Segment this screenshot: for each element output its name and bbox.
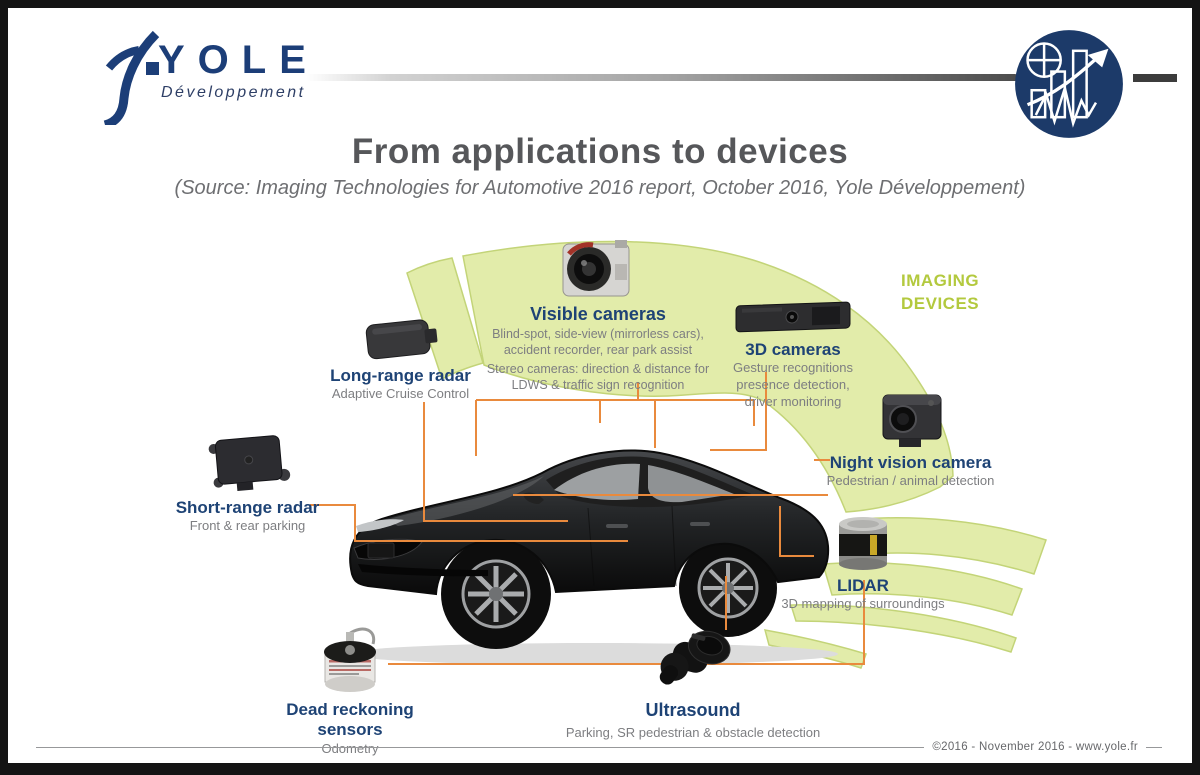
footer-text: ©2016 - November 2016 - www.yole.fr [932, 741, 1138, 753]
header-dash [1133, 74, 1177, 82]
analytics-circle-icon [1015, 30, 1123, 138]
device-desc-line: Stereo cameras: direction & distance for [486, 362, 710, 377]
device-night-vision-camera: Night vision camera Pedestrian / animal … [823, 389, 998, 490]
device-desc-line: LDWS & traffic sign recognition [511, 378, 685, 393]
device-desc-line: Gesture recognitions [733, 360, 853, 376]
device-long-range-radar: Long-range radar Adaptive Cruise Control [308, 314, 493, 403]
device-desc-line: accident recorder, rear park assist [503, 342, 693, 357]
footer-rule [36, 746, 925, 748]
device-desc-line: Adaptive Cruise Control [331, 386, 470, 402]
device-label: 3D cameras [745, 340, 841, 359]
device-desc-line: Odometry [321, 740, 379, 756]
header-gradient-line [306, 74, 1018, 81]
3d-camera-photo-icon [708, 298, 878, 336]
device-ultrasound: Ultrasound Parking, SR pedestrian & obst… [558, 622, 828, 741]
device-label: LIDAR [837, 576, 889, 595]
device-label: Long-range radar [330, 366, 471, 385]
lidar-photo-icon [778, 514, 948, 572]
yole-swoosh-icon [103, 30, 160, 125]
device-dead-reckoning: Dead reckoning sensors Odometry [260, 624, 440, 758]
device-desc-line: driver monitoring [744, 394, 842, 410]
ultrasound-photo-icon [558, 622, 828, 696]
device-desc-line: Pedestrian / animal detection [826, 473, 995, 489]
long-range-radar-photo-icon [308, 314, 493, 362]
page-title: From applications to devices [351, 132, 849, 171]
device-label: Dead reckoning sensors [286, 700, 414, 740]
brand-name: YOLE [158, 38, 319, 82]
device-label: Short-range radar [175, 498, 320, 517]
device-lidar: LIDAR 3D mapping of surroundings [778, 514, 948, 613]
device-visible-cameras: Visible cameras Blind-spot, side-view (m… [463, 238, 733, 394]
device-desc-line: 3D mapping of surroundings [781, 596, 945, 612]
device-desc-line: Blind-spot, side-view (mirrorless cars), [492, 326, 704, 341]
device-label: Ultrasound [645, 700, 741, 720]
device-label: Night vision camera [829, 453, 992, 472]
device-label: Visible cameras [530, 304, 666, 324]
arc-tail-band-2 [822, 561, 1023, 616]
device-short-range-radar: Short-range radar Front & rear parking [160, 432, 335, 535]
short-range-radar-photo-icon [160, 432, 335, 494]
device-desc-line: Parking, SR pedestrian & obstacle detect… [565, 724, 821, 740]
night-vision-photo-icon [823, 389, 998, 449]
arc-tail-band-1 [847, 517, 1047, 575]
footer: ©2016 - November 2016 - www.yole.fr [36, 741, 1162, 753]
visible-camera-photo-icon [463, 238, 733, 300]
dead-reckoning-photo-icon [260, 624, 440, 696]
brand-tagline: Développement [161, 84, 306, 101]
device-desc-line: Front & rear parking [189, 518, 306, 534]
footer-rule-end [1146, 746, 1162, 748]
page-subtitle: (Source: Imaging Technologies for Automo… [174, 177, 1026, 199]
imaging-devices-label: IMAGING DEVICES [901, 271, 980, 313]
